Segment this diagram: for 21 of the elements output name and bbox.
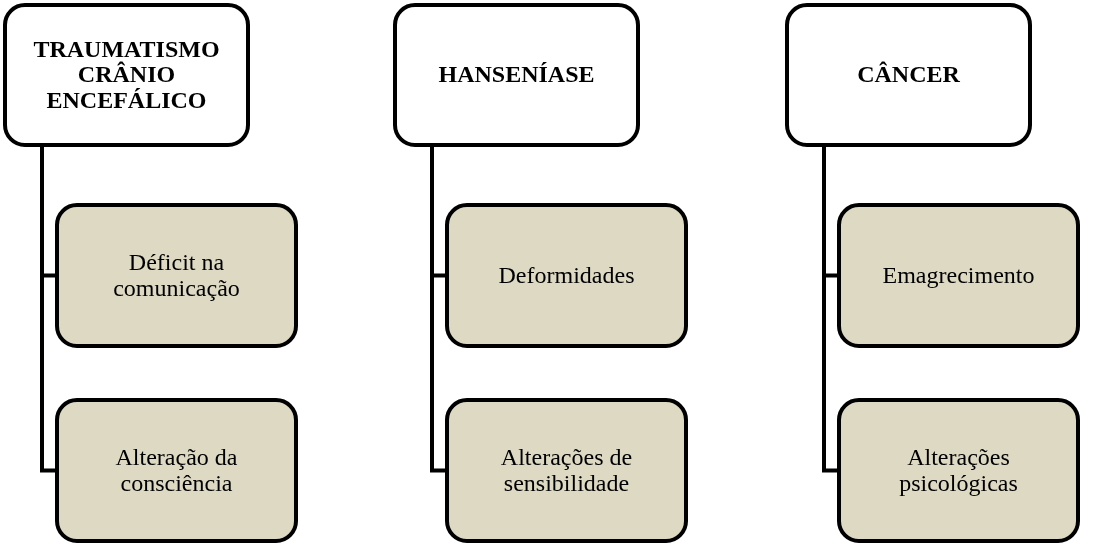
- category-box: [785, 3, 1032, 147]
- connector-line: [430, 147, 445, 473]
- item-box: [55, 203, 298, 348]
- item-text: Alterações de sensibilidade: [499, 445, 634, 496]
- connector-line: [822, 147, 837, 473]
- category-box: [3, 3, 250, 147]
- item-box: [445, 398, 688, 543]
- item-text: Deformidades: [498, 262, 635, 289]
- item-text: Déficit na comunicação: [112, 250, 241, 301]
- category-title: HANSENÍASE: [438, 62, 595, 88]
- item-text: Emagrecimento: [882, 262, 1035, 289]
- item-text: Alteração da consciência: [114, 445, 239, 496]
- item-box: [837, 398, 1080, 543]
- category-box: [393, 3, 640, 147]
- item-box: [445, 203, 688, 348]
- item-box: [55, 398, 298, 543]
- category-title: CÂNCER: [857, 62, 960, 88]
- item-box: [837, 203, 1080, 348]
- item-text: Alterações psicológicas: [898, 445, 1019, 496]
- category-title: TRAUMATISMO CRÂNIO ENCEFÁLICO: [32, 37, 221, 113]
- connector-line: [40, 147, 55, 473]
